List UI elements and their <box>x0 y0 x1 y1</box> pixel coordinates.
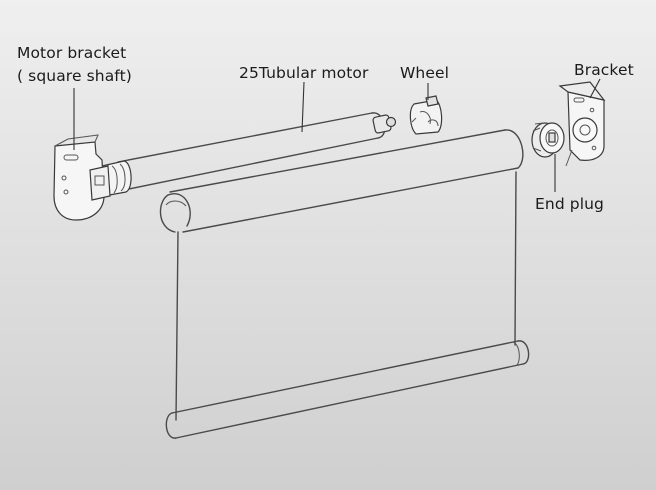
motor-bracket <box>53 134 111 221</box>
wheel-label: Wheel <box>400 64 450 82</box>
wheel-part <box>409 95 443 135</box>
tubular-motor <box>96 112 397 197</box>
bracket-label: Bracket <box>574 61 634 79</box>
bracket-part <box>558 81 606 167</box>
end-plug-label: End plug <box>535 195 604 213</box>
motor-bracket-label: Motor bracket <box>17 44 127 62</box>
end-plug-part <box>531 122 565 158</box>
tubular-motor-label: 25Tubular motor <box>239 64 369 82</box>
motor-bracket-sublabel: ( square shaft) <box>17 67 132 85</box>
blind-fabric <box>159 129 530 439</box>
